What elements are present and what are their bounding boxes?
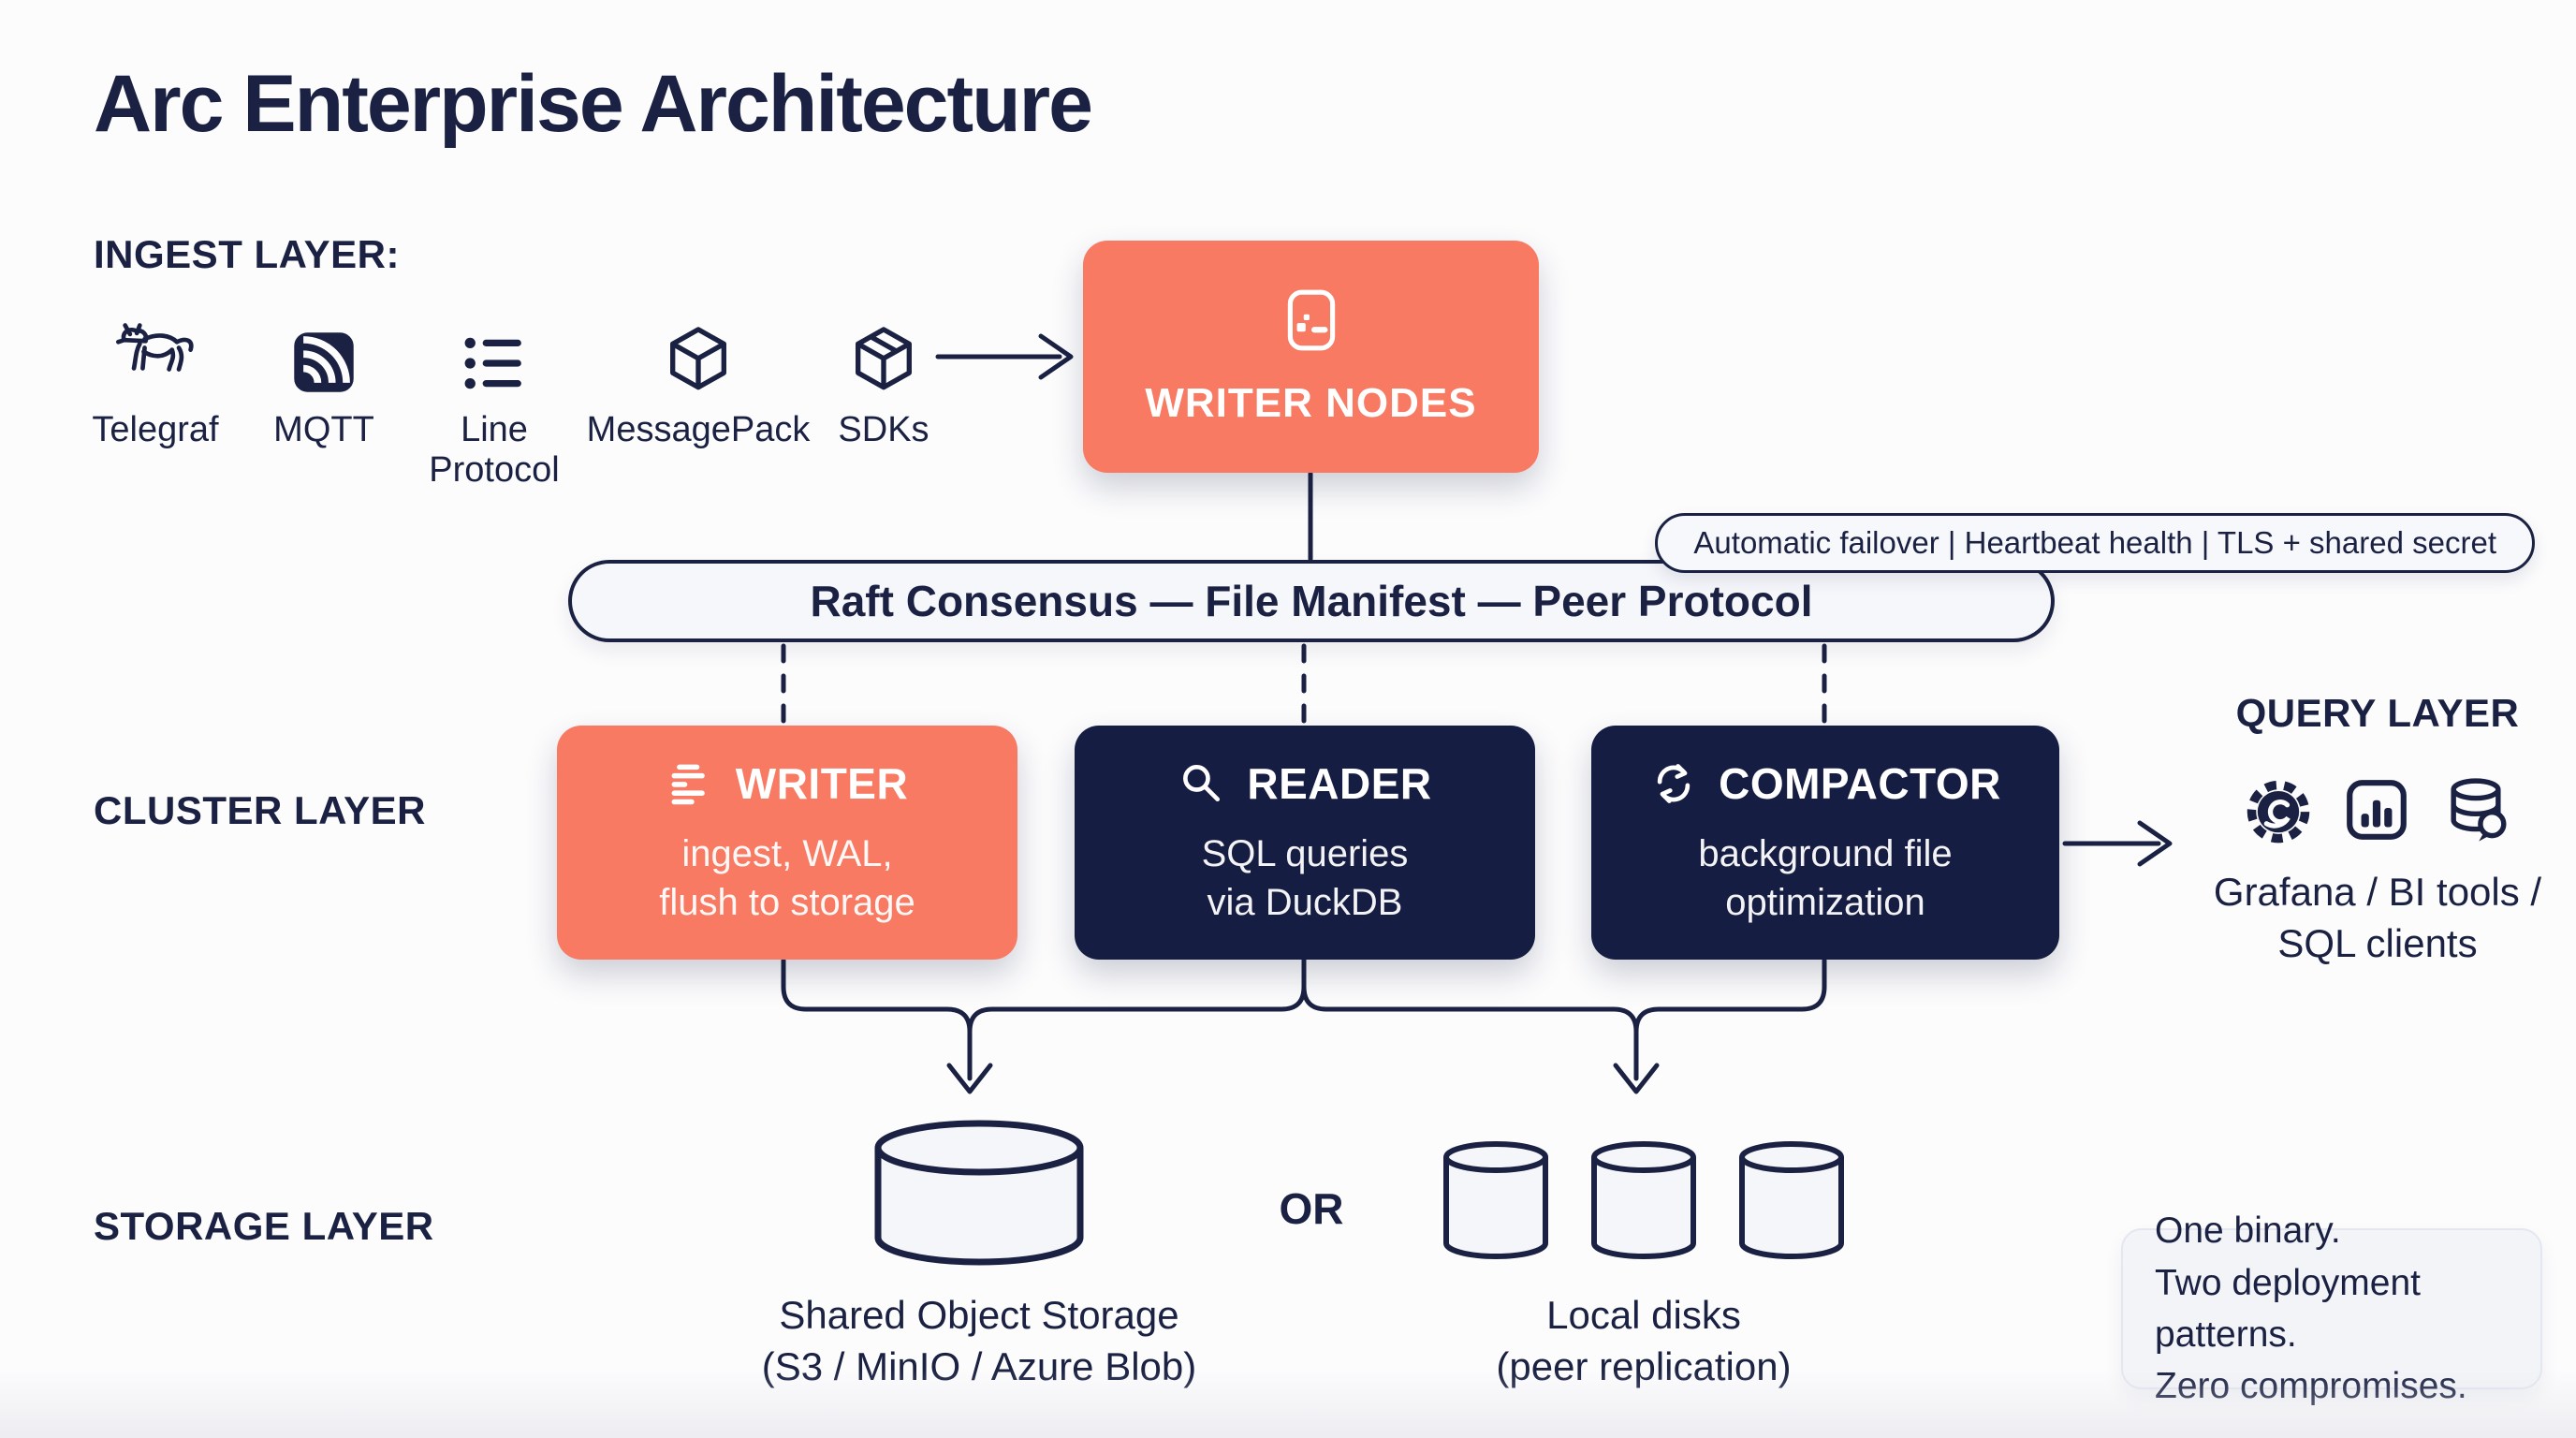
summary-card-line2: Two deployment patterns. (2155, 1262, 2421, 1355)
bar-chart-icon (2342, 775, 2411, 844)
bracket-compactor-to-local-disks (1633, 958, 1827, 1034)
query-caption: Grafana / BI tools / SQL clients (2134, 867, 2576, 969)
mqtt-signal-icon (291, 309, 357, 395)
summary-card-line1: One binary. (2155, 1211, 2341, 1252)
compactor-box-body-line2: optimization (1725, 882, 1925, 923)
compactor-box-body-line1: background file (1698, 833, 1953, 874)
writer-box: WRITER ingest, WAL, flush to storage (557, 726, 1017, 960)
telegraf-dog-icon (110, 309, 200, 395)
ingest-item-sdks: SDKs (827, 309, 940, 450)
consensus-bar: Raft Consensus — File Manifest — Peer Pr… (568, 560, 2055, 642)
arrowhead-ingest (1038, 333, 1074, 380)
page-title: Arc Enterprise Architecture (94, 59, 1093, 149)
ingest-layer-heading: INGEST LAYER: (94, 232, 400, 276)
ingest-item-telegraf: Telegraf (80, 309, 230, 450)
package-cube-icon (848, 309, 919, 395)
local-disk-cylinder-icon (1442, 1140, 1550, 1269)
shared-storage-cylinder-icon (871, 1120, 1087, 1281)
failover-pill: Automatic failover | Heartbeat health | … (1655, 513, 2535, 573)
arrowhead-shared-storage (946, 1063, 993, 1094)
shared-storage-label: Shared Object Storage (779, 1293, 1179, 1337)
local-disks-label: Local disks (1546, 1293, 1741, 1337)
reader-box: READER SQL queries via DuckDB (1075, 726, 1535, 960)
local-disk-cylinder-icon (1589, 1140, 1698, 1269)
ingest-item-label: Telegraf (92, 410, 219, 449)
cluster-layer-heading: CLUSTER LAYER (94, 788, 426, 832)
ingest-item-label: SDKs (838, 410, 929, 449)
package-cube-icon (663, 309, 734, 395)
query-layer-heading: QUERY LAYER (2235, 691, 2520, 735)
query-caption-line1: Grafana / BI tools / (2213, 870, 2542, 914)
ingest-item-line-protocol: Line Protocol (424, 309, 564, 490)
local-disks-group (1442, 1140, 1846, 1269)
log-lines-icon (666, 759, 715, 808)
arrowhead-local-disks (1613, 1063, 1660, 1094)
ingest-item-messagepack: MessagePack (587, 309, 810, 450)
binary-node-icon (1277, 286, 1346, 356)
writer-box-body-line1: ingest, WAL, (681, 833, 893, 874)
bottom-fade-band (0, 1369, 2576, 1438)
search-icon (1178, 759, 1226, 808)
storage-layer-heading: STORAGE LAYER (94, 1204, 434, 1248)
reader-box-body-line2: via DuckDB (1207, 882, 1403, 923)
bracket-reader-to-local-disks (1301, 958, 1639, 1081)
compactor-box: COMPACTOR background file optimization (1591, 726, 2059, 960)
refresh-icon (1649, 759, 1698, 808)
writer-box-body-line2: flush to storage (659, 882, 915, 923)
query-icons-row (2200, 773, 2555, 846)
grafana-icon (2243, 774, 2314, 845)
writer-nodes-label: WRITER NODES (1145, 380, 1477, 426)
bracket-reader-to-shared-storage (967, 958, 1307, 1034)
writer-box-title: WRITER (735, 759, 909, 808)
reader-box-body-line1: SQL queries (1201, 833, 1409, 874)
writer-nodes-box: WRITER NODES (1083, 241, 1539, 473)
bracket-writer-to-shared-storage (781, 958, 973, 1081)
reader-box-title: READER (1247, 759, 1432, 808)
or-label: OR (1279, 1184, 1344, 1233)
ingest-item-label: MQTT (273, 410, 374, 449)
local-disk-cylinder-icon (1737, 1140, 1846, 1269)
summary-card: One binary. Two deployment patterns. Zer… (2121, 1211, 2542, 1406)
arrowhead-query (2137, 820, 2173, 867)
ingest-item-mqtt: MQTT (263, 309, 385, 450)
ingest-item-label: MessagePack (586, 410, 811, 449)
sql-database-icon (2439, 773, 2512, 846)
ingest-item-label: Line Protocol (429, 410, 560, 490)
query-caption-line2: SQL clients (2277, 920, 2478, 965)
bullet-list-icon (462, 309, 526, 395)
compactor-box-title: COMPACTOR (1719, 759, 2001, 808)
